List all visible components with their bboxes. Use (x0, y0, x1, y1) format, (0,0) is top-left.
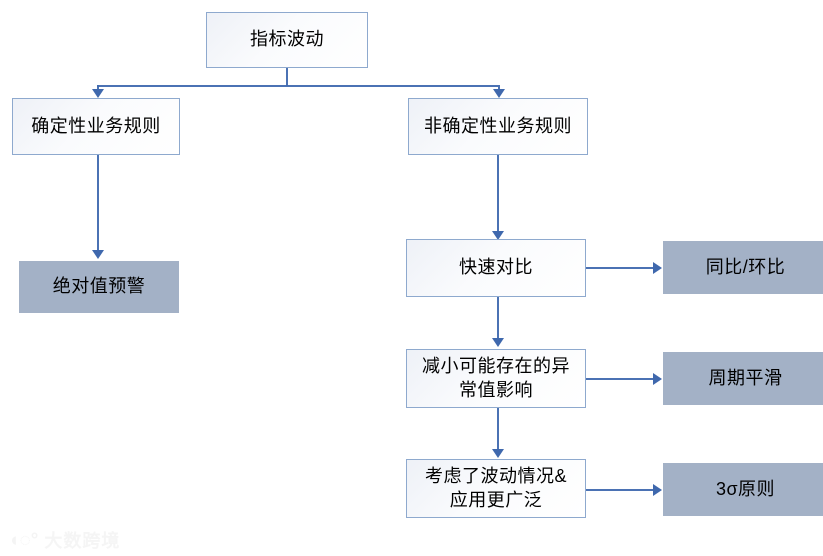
arrow-to-reduce-outlier (492, 338, 504, 347)
node-deterministic-business-rule[interactable]: 确定性业务规则 (12, 98, 180, 155)
node-reduce-outlier-impact[interactable]: 减小可能存在的异 常值影响 (406, 349, 586, 408)
watermark: ◖◌° 大数跨境 (8, 531, 120, 550)
node-yoy-mom[interactable]: 同比/环比 (663, 241, 823, 294)
connector-mid1-to-mid2 (497, 297, 499, 340)
connector-right-to-mid1 (497, 155, 499, 233)
arrow-to-yoy-mom (653, 262, 662, 274)
connector-branch-bar (97, 85, 498, 87)
node-three-sigma-rule[interactable]: 3σ原则 (663, 463, 823, 516)
node-consider-fluctuation-broader-use[interactable]: 考虑了波动情况& 应用更广泛 (406, 459, 586, 518)
arrow-to-branch-right (493, 89, 505, 98)
connector-mid3-to-out3 (586, 489, 655, 491)
node-quick-comparison[interactable]: 快速对比 (406, 239, 586, 297)
connector-branch-left-drop (97, 85, 99, 92)
node-periodic-smoothing[interactable]: 周期平滑 (663, 352, 823, 405)
connector-branch-right-drop (498, 85, 500, 92)
node-root-metric-fluctuation[interactable]: 指标波动 (206, 12, 368, 68)
arrow-to-absolute-alert (92, 250, 104, 259)
connector-mid1-to-out1 (586, 267, 655, 269)
watermark-logo-icon: ◖◌° (8, 530, 39, 551)
connector-root-stem (286, 68, 288, 86)
connector-mid2-to-mid3 (497, 408, 499, 451)
arrow-to-consider-fluctuation (492, 449, 504, 458)
arrow-to-quick-compare (492, 231, 504, 240)
connector-left-to-result (97, 155, 99, 252)
arrow-to-periodic-smoothing (653, 373, 662, 385)
connector-mid2-to-out2 (586, 378, 655, 380)
watermark-label: 大数跨境 (44, 530, 121, 551)
arrow-to-three-sigma (653, 484, 662, 496)
node-nondeterministic-business-rule[interactable]: 非确定性业务规则 (408, 98, 588, 155)
node-absolute-value-alert[interactable]: 绝对值预警 (19, 261, 179, 313)
arrow-to-branch-left (92, 89, 104, 98)
